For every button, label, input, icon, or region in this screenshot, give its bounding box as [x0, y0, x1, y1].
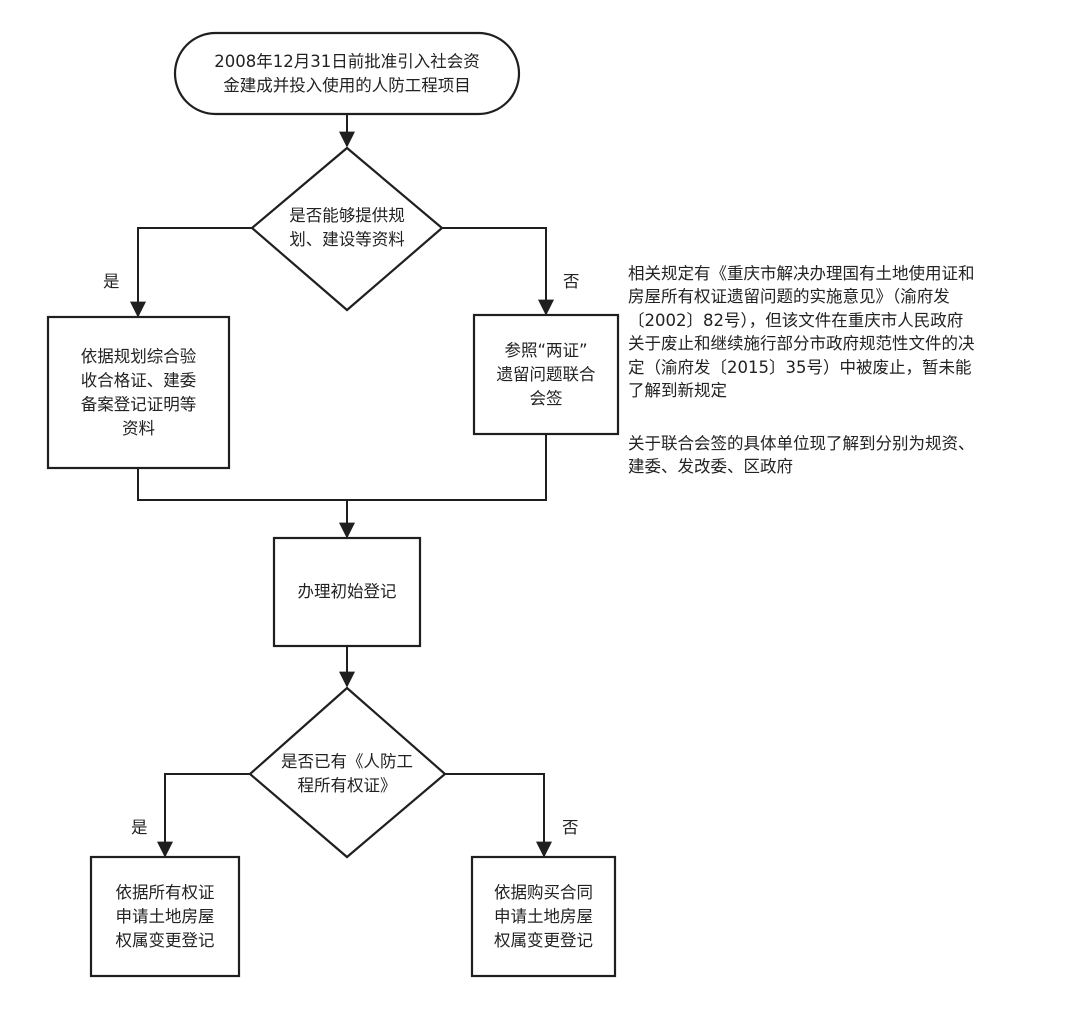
edge-label-yes-2: 是: [131, 818, 148, 837]
edge-decision2-yes: [157, 773, 250, 858]
start-node-shape: [173, 31, 521, 116]
edge-label-yes-1: 是: [103, 272, 120, 291]
yes-box2-shape: [89, 855, 241, 978]
register-node-text: 办理初始登记: [297, 582, 397, 601]
yes-box2-text: 依据所有权证 申请土地房屋 权属变更登记: [115, 882, 215, 950]
no-box1-shape: [472, 313, 620, 436]
edge-yes-box1-merge: [137, 468, 347, 501]
no-box1-text: 参照“两证” 遗留问题联合 会签: [496, 340, 596, 408]
annotation-joint-signing-note: 关于联合会签的具体单位现了解到分别为规资、 建委、发改委、区政府: [628, 434, 975, 477]
edge-decision1-yes: [130, 227, 252, 318]
yes-box1-text: 依据规划综合验 收合格证、建委 备案登记证明等 资料: [80, 346, 197, 438]
decision1-shape: [250, 146, 444, 312]
annotation-regulation-note: 相关规定有《重庆市解决办理国有土地使用证和 房屋所有权证遗留问题的实施意见》（渝…: [628, 264, 975, 401]
no-box2-shape: [470, 855, 617, 978]
edge-label-no-2: 否: [562, 818, 579, 837]
yes-box1-shape: [46, 315, 231, 470]
edge-label-no-1: 否: [563, 272, 580, 291]
start-node-text: 2008年12月31日前批准引入社会资 金建成并投入使用的人防工程项目: [214, 51, 480, 95]
decision2-text: 是否已有《人防工 程所有权证》: [281, 752, 413, 795]
decision2-shape: [248, 686, 447, 859]
register-node-shape: [272, 536, 422, 648]
edge-decision1-no: [442, 227, 554, 316]
edge-decision2-no: [445, 773, 552, 858]
edge-no-box1-merge: [347, 434, 547, 501]
no-box2-text: 依据购买合同 申请土地房屋 权属变更登记: [494, 882, 593, 950]
decision1-text: 是否能够提供规 划、建设等资料: [289, 206, 405, 249]
